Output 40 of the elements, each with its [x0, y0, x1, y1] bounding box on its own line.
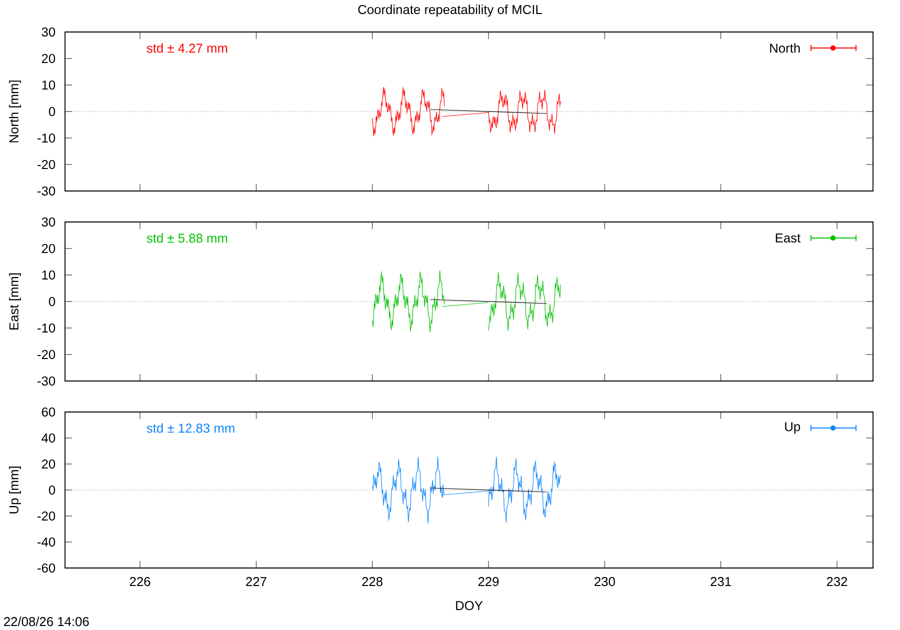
axis-title: Up [mm]	[9, 466, 21, 514]
tick-label: -20	[38, 350, 56, 360]
tick-label: 20	[42, 54, 56, 64]
tick-label: -60	[38, 563, 56, 573]
tick-label: -10	[38, 323, 56, 333]
tick-label: 228	[362, 577, 382, 586]
tick-label: 227	[246, 577, 266, 586]
axis-title: East [mm]	[9, 273, 21, 330]
tick-label: 10	[42, 270, 56, 280]
legend-label: Up	[785, 422, 800, 434]
timestamp: 22/08/26 14:06	[4, 616, 89, 626]
chart-title: Coordinate repeatability of MCIL	[358, 4, 542, 17]
tick-label: 232	[826, 577, 848, 586]
tick-label: 30	[42, 217, 56, 227]
tick-label: -40	[38, 537, 56, 547]
tick-label: 0	[48, 485, 56, 495]
tick-label: 231	[710, 577, 731, 586]
tick-label: 229	[478, 577, 499, 586]
tick-label: 0	[48, 296, 56, 306]
tick-label: 230	[594, 577, 615, 586]
tick-label: 20	[42, 459, 56, 469]
tick-label: -20	[38, 511, 56, 521]
tick-label: 20	[42, 244, 56, 254]
tick-label: 60	[42, 407, 56, 417]
legend-label: North	[770, 43, 800, 53]
tick-label: -10	[38, 133, 56, 143]
tick-label: 0	[48, 106, 56, 116]
std-annotation: std ± 4.27 mm	[146, 43, 228, 53]
axis-title: DOY	[456, 601, 483, 610]
std-annotation: std ± 5.88 mm	[146, 233, 228, 243]
axis-title: North [mm]	[9, 80, 21, 142]
tick-label: -20	[38, 160, 56, 170]
std-annotation: std ± 12.83 mm	[146, 423, 234, 433]
legend-label: East	[776, 234, 800, 242]
tick-label: 10	[42, 80, 56, 90]
tick-label: 226	[130, 577, 150, 586]
tick-label: 40	[42, 433, 56, 443]
tick-label: -30	[38, 186, 56, 196]
tick-label: -30	[38, 376, 56, 386]
tick-label: 30	[42, 27, 56, 37]
